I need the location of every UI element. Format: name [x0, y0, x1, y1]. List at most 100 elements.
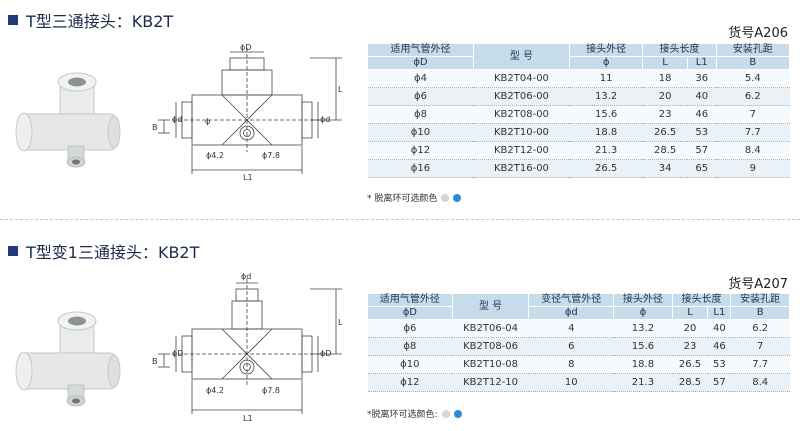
- cell-model: KB2T08-00: [473, 105, 570, 124]
- tee-dimension-drawing: ϕD L L1 B ϕd ϕd ϕ4.2 ϕ7.8 ϕ: [152, 43, 343, 182]
- dim-phi-4-2: ϕ4.2: [206, 151, 224, 160]
- header-sub-L1: L1: [686, 56, 717, 70]
- cell-tube-od: ϕ10: [367, 355, 453, 374]
- cell-B: 8.4: [716, 141, 790, 160]
- cell-fitting-od: 15.6: [613, 337, 673, 356]
- cell-B: 5.4: [716, 69, 790, 88]
- cell-L1: 40: [687, 87, 717, 106]
- cell-model: KB2T04-00: [473, 69, 570, 88]
- section-title: T型变1三通接头：KB2T: [8, 239, 199, 263]
- cell-B: 7.7: [716, 123, 790, 142]
- cell-L: 26.5: [642, 123, 688, 142]
- cell-L: 26.5: [672, 355, 708, 374]
- blue-swatch-icon: [453, 193, 462, 202]
- cell-fitting-od: 21.3: [569, 141, 643, 160]
- section-kb2t-tee: T型三通接头：KB2T 货号A206: [0, 0, 800, 215]
- reducing-tee-dimension-drawing: ϕd L L1 B ϕD ϕD ϕ4.2 ϕ7.8: [152, 272, 343, 423]
- cell-fitting-od: 13.2: [613, 319, 673, 338]
- cell-L: 23: [642, 105, 688, 124]
- section-title-text: T型变1三通接头：KB2T: [26, 243, 200, 262]
- cell-B: 6.2: [716, 87, 790, 106]
- cell-L1: 57: [707, 373, 731, 392]
- cell-fitting-od: 18.8: [569, 123, 643, 142]
- cell-tube-od: ϕ10: [367, 123, 474, 142]
- cell-model: KB2T06-04: [452, 319, 529, 338]
- dim-B: B: [152, 123, 158, 132]
- release-ring-color-note: * 脱离环可选颜色: [367, 191, 462, 204]
- cell-fitting-od: 18.8: [613, 355, 673, 374]
- cell-B: 7: [730, 337, 790, 356]
- cell-B: 7.7: [730, 355, 790, 374]
- cell-L1: 53: [707, 355, 731, 374]
- cell-L: 23: [672, 337, 708, 356]
- dim-L: L: [338, 318, 343, 327]
- header-reduced-tube-od: 变径气管外径: [528, 293, 615, 307]
- dim-phi-body: ϕ: [205, 117, 210, 126]
- header-sub-B: B: [715, 56, 791, 70]
- cell-L: 28.5: [672, 373, 708, 392]
- dim-phi-d-top: ϕd: [241, 272, 251, 281]
- cell-L1: 46: [687, 105, 717, 124]
- model-code: 货号A207: [728, 277, 788, 292]
- table-row: ϕ8 KB2T08-06 6 15.6 23 46 7: [367, 337, 790, 356]
- title-square-icon: [8, 15, 18, 25]
- table-row: ϕ12 KB2T12-10 10 21.3 28.5 57 8.4: [367, 373, 790, 392]
- spec-table: 适用气管外径 型 号 接头外径 接头长度 安装孔距 ϕD ϕ L L1 B ϕ4…: [367, 43, 791, 178]
- header-tube-od: 适用气管外径: [367, 293, 453, 307]
- table-row: ϕ16 KB2T16-00 26.5 34 65 9: [367, 159, 790, 178]
- reducing-tee-photo: [15, 311, 121, 407]
- header-tube-od: 适用气管外径: [367, 43, 474, 57]
- cell-B: 6.2: [730, 319, 790, 338]
- cell-model: KB2T08-06: [452, 337, 529, 356]
- cell-L1: 36: [687, 69, 717, 88]
- cell-L: 28.5: [642, 141, 688, 160]
- spec-table: 适用气管外径 型 号 变径气管外径 接头外径 接头长度 安装孔距 ϕD ϕd ϕ…: [367, 293, 790, 392]
- cell-L1: 40: [707, 319, 731, 338]
- cell-model: KB2T06-00: [473, 87, 570, 106]
- header-length: 接头长度: [642, 43, 717, 57]
- cell-B: 8.4: [730, 373, 790, 392]
- cell-tube-od: ϕ12: [367, 373, 453, 392]
- note-text: *脱离环可选颜色:: [367, 410, 438, 420]
- dim-phi-4-2: ϕ4.2: [206, 386, 224, 395]
- cell-reduced-od: 6: [528, 337, 614, 356]
- cell-model: KB2T16-00: [473, 159, 570, 178]
- header-sub-B: B: [730, 306, 790, 320]
- cell-L: 20: [642, 87, 688, 106]
- header-hole-pitch: 安装孔距: [715, 43, 791, 57]
- header-fitting-od: 接头外径: [568, 43, 644, 57]
- dim-phi-7-8: ϕ7.8: [262, 151, 280, 160]
- dim-phi-7-8: ϕ7.8: [262, 386, 280, 395]
- table-row: ϕ4 KB2T04-00 11 18 36 5.4: [367, 69, 790, 88]
- cell-reduced-od: 10: [528, 373, 614, 392]
- table-row: ϕ6 KB2T06-00 13.2 20 40 6.2: [367, 87, 790, 106]
- section-divider: [0, 219, 800, 220]
- table-row: ϕ10 KB2T10-08 8 18.8 26.5 53 7.7: [367, 355, 790, 374]
- cell-L1: 46: [707, 337, 731, 356]
- tee-fitting-photo: [15, 72, 121, 168]
- cell-tube-od: ϕ8: [367, 105, 474, 124]
- cell-L: 20: [672, 319, 708, 338]
- header-model: 型 号: [472, 43, 570, 70]
- note-text: * 脱离环可选颜色: [367, 194, 438, 204]
- cell-tube-od: ϕ8: [367, 337, 453, 356]
- header-length: 接头长度: [671, 293, 732, 307]
- cell-reduced-od: 4: [528, 319, 614, 338]
- header-sub-phi-D: ϕD: [367, 306, 453, 320]
- dim-phi-d-right: ϕd: [320, 115, 330, 124]
- dim-L: L: [338, 85, 343, 94]
- cell-B: 9: [716, 159, 790, 178]
- cell-fitting-od: 15.6: [569, 105, 643, 124]
- table-row: ϕ6 KB2T06-04 4 13.2 20 40 6.2: [367, 319, 790, 338]
- cell-fitting-od: 13.2: [569, 87, 643, 106]
- header-sub-phi: ϕ: [613, 306, 673, 320]
- cell-tube-od: ϕ6: [367, 319, 453, 338]
- cell-model: KB2T10-00: [473, 123, 570, 142]
- header-sub-L1: L1: [707, 306, 732, 320]
- cell-model: KB2T12-00: [473, 141, 570, 160]
- table-row: ϕ8 KB2T08-00 15.6 23 46 7: [367, 105, 790, 124]
- cell-model: KB2T10-08: [452, 355, 529, 374]
- header-sub-L: L: [642, 56, 688, 70]
- section-title-text: T型三通接头：KB2T: [26, 12, 174, 31]
- header-fitting-od: 接头外径: [613, 293, 673, 307]
